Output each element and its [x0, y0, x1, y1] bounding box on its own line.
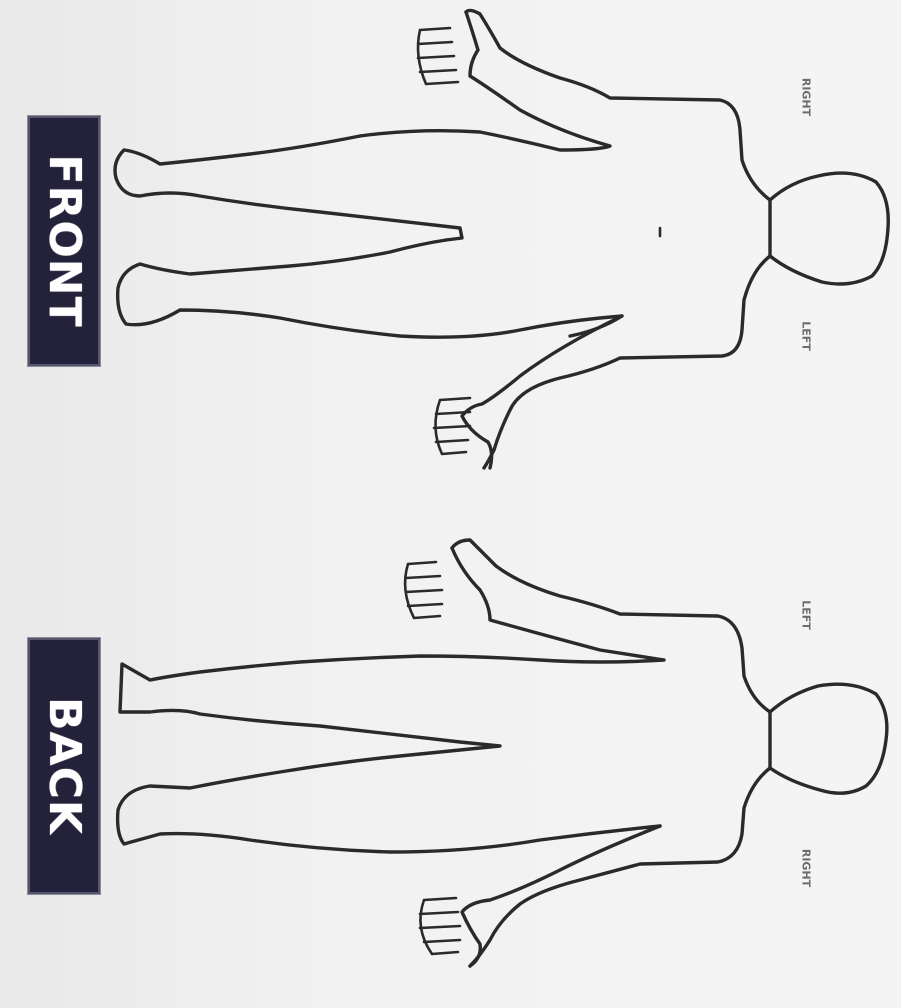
front-left-arm	[462, 316, 622, 468]
front-right-hand	[418, 28, 458, 84]
back-body-contour	[452, 540, 770, 966]
front-body-outline	[115, 10, 888, 468]
front-left-leg	[118, 240, 622, 337]
front-left-hand	[434, 398, 470, 454]
front-right-arm	[115, 12, 610, 240]
back-upper-hand	[405, 562, 442, 618]
front-head-neck-torso	[770, 173, 888, 284]
back-lower-hand	[420, 898, 460, 954]
back-head	[770, 684, 887, 793]
back-body-outline	[118, 540, 887, 966]
front-body-contour	[466, 10, 770, 468]
back-upper-leg	[118, 548, 664, 852]
